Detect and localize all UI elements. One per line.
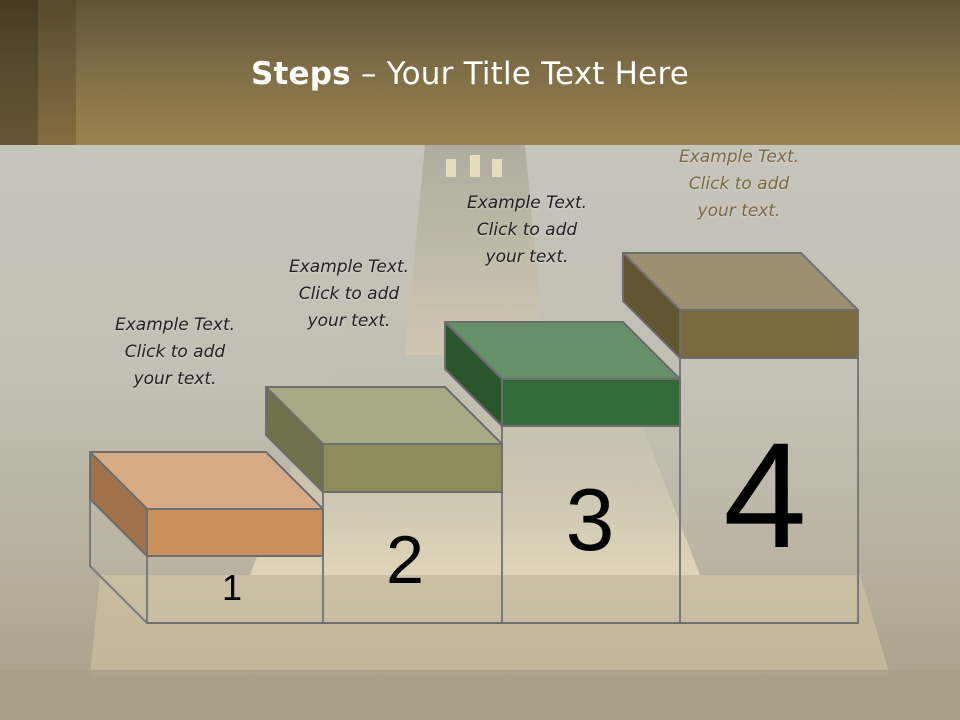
header-accent-dark (0, 0, 38, 145)
slide-title[interactable]: Steps – Your Title Text Here (0, 56, 940, 92)
step-1-number: 1 (221, 567, 243, 608)
step-2-block-front (322, 443, 503, 493)
step-2-text[interactable]: Example Text. Click to add your text. (288, 257, 410, 331)
step-4-number: 4 (723, 411, 807, 579)
header-accent-mid (38, 0, 76, 145)
step-3-text[interactable]: Example Text. Click to add your text. (466, 193, 588, 267)
step-3-number: 3 (565, 470, 615, 569)
step-1-block-front (146, 508, 324, 557)
step-3-block-front (501, 378, 681, 427)
title-text: – Your Title Text Here (350, 56, 689, 92)
title-bar (0, 0, 960, 145)
step-4-block-front (679, 309, 859, 359)
step-2-number: 2 (386, 522, 424, 598)
step-4-text[interactable]: Example Text. Click to add your text. (678, 147, 800, 221)
title-bold: Steps (250, 56, 351, 92)
step-1-text[interactable]: Example Text. Click to add your text. (114, 315, 236, 389)
